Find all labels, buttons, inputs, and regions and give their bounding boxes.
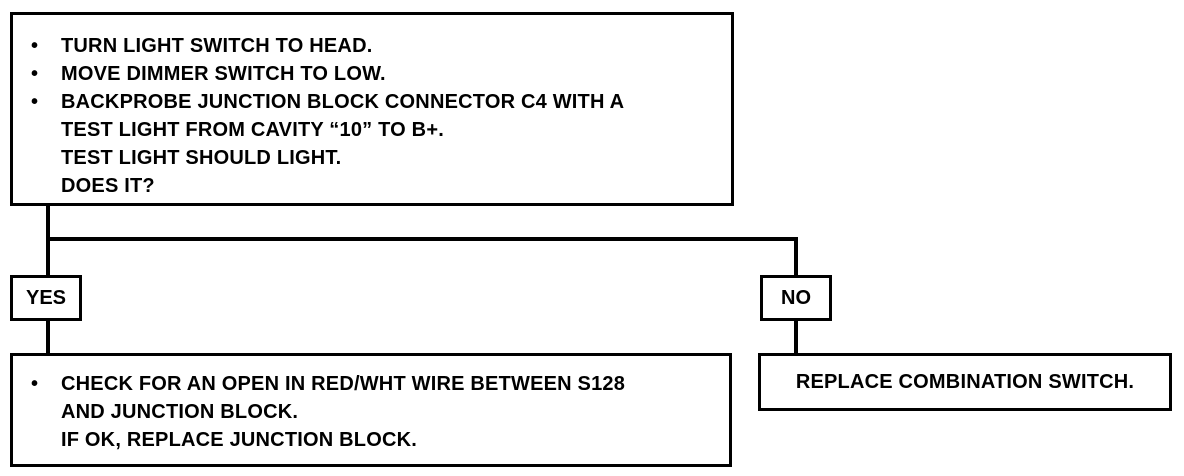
decision-box: • TURN LIGHT SWITCH TO HEAD. • MOVE DIMM… [10,12,734,206]
step-line-1: • TURN LIGHT SWITCH TO HEAD. [13,32,731,60]
connector-horizontal [46,237,798,241]
yes-result-box: • CHECK FOR AN OPEN IN RED/WHT WIRE BETW… [10,353,732,467]
yes-line-2: AND JUNCTION BLOCK. [61,401,299,423]
step-line-5: TEST LIGHT SHOULD LIGHT. [61,147,342,169]
bullet-dot: • [31,373,39,395]
bullet-dot: • [31,35,39,57]
step-line-2: • MOVE DIMMER SWITCH TO LOW. [13,60,731,88]
bullet-dot: • [31,63,39,85]
no-branch-label: NO [760,275,832,321]
no-result-text: REPLACE COMBINATION SWITCH. [795,371,1135,393]
bullet-dot: • [31,91,39,113]
connector-no-vertical-bottom [794,320,798,354]
step-line-4: TEST LIGHT FROM CAVITY “10” TO B+. [61,119,444,141]
yes-branch-label: YES [10,275,82,321]
question-line: DOES IT? [61,175,155,197]
yes-line-3: IF OK, REPLACE JUNCTION BLOCK. [61,429,418,451]
yes-line-1: • CHECK FOR AN OPEN IN RED/WHT WIRE BETW… [13,370,729,398]
connector-yes-vertical-bottom [46,320,50,354]
connector-no-vertical-top [794,237,798,276]
connector-yes-vertical-top [46,206,50,276]
step-line-3: • BACKPROBE JUNCTION BLOCK CONNECTOR C4 … [13,88,731,116]
no-result-box: REPLACE COMBINATION SWITCH. [758,353,1172,411]
